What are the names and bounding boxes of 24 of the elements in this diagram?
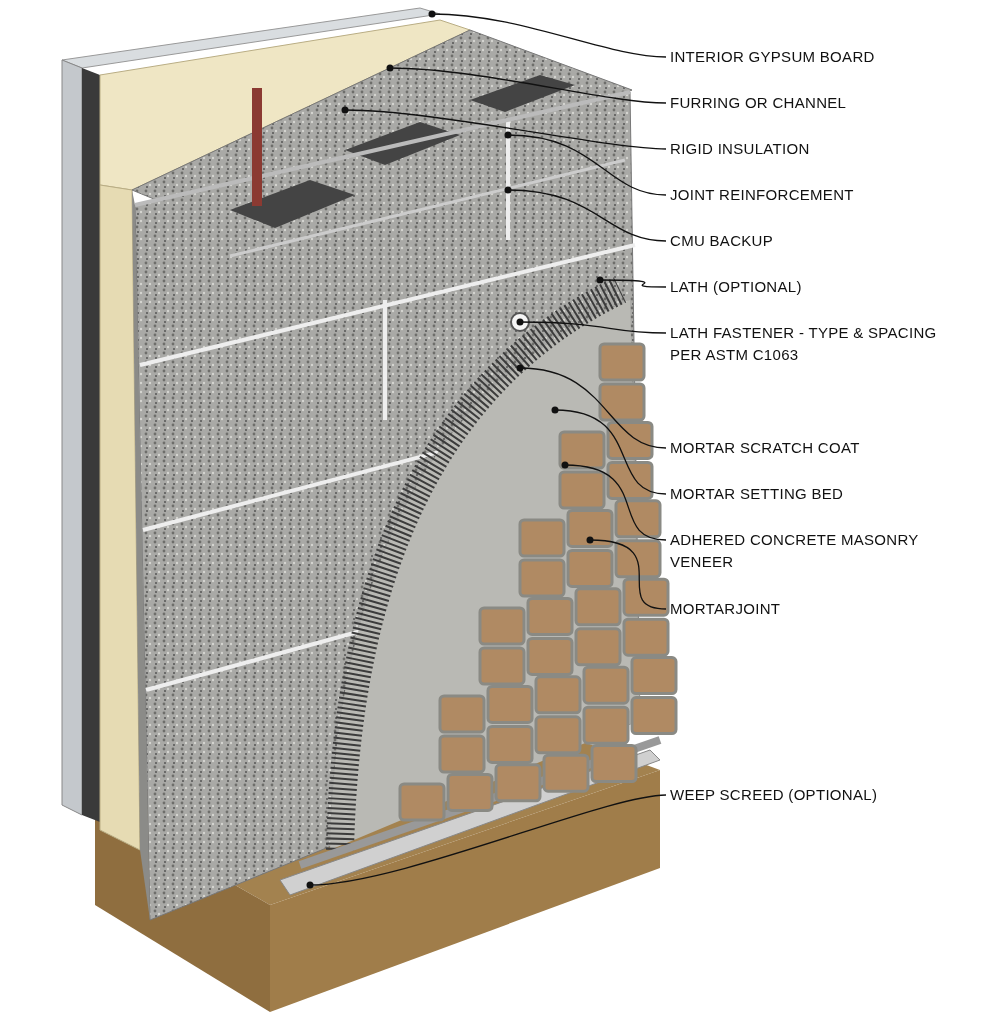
callout-label: CMU BACKUP bbox=[670, 230, 970, 252]
callout-label: MORTAR SETTING BED bbox=[670, 483, 970, 505]
leader-line bbox=[596, 276, 667, 288]
callout-label: RIGID INSULATION bbox=[670, 138, 970, 160]
leader-line bbox=[551, 406, 667, 495]
leader-line bbox=[516, 364, 667, 449]
callout-label: WEEP SCREED (OPTIONAL) bbox=[670, 784, 970, 806]
callout-label: JOINT REINFORCEMENT bbox=[670, 184, 970, 206]
leader-line bbox=[586, 536, 667, 610]
callout-label: MORTAR SCRATCH COAT bbox=[670, 437, 970, 459]
leader-line bbox=[428, 10, 667, 58]
callout-label: MORTARJOINT bbox=[670, 598, 970, 620]
callout-label: ADHERED CONCRETE MASONRY VENEER bbox=[670, 529, 970, 573]
leader-line bbox=[306, 794, 667, 889]
leader-line bbox=[504, 131, 667, 196]
leader-line bbox=[516, 318, 667, 334]
leader-line bbox=[561, 461, 667, 541]
leader-line bbox=[386, 64, 667, 104]
callout-label: INTERIOR GYPSUM BOARD bbox=[670, 46, 970, 68]
callout-label: LATH FASTENER - TYPE & SPACING PER ASTM C1063 bbox=[670, 322, 970, 366]
callout-label: LATH (OPTIONAL) bbox=[670, 276, 970, 298]
leader-line bbox=[341, 106, 667, 150]
callout-label: FURRING OR CHANNEL bbox=[670, 92, 970, 114]
leader-line bbox=[504, 186, 667, 242]
